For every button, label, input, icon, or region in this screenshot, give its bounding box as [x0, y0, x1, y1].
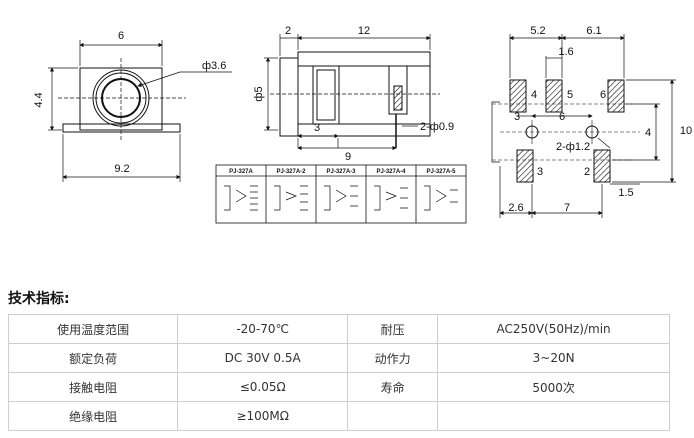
pad-6 — [607, 79, 625, 113]
pad-label-2: 2 — [584, 166, 590, 178]
pad-3 — [516, 149, 534, 183]
spec-value: 3~20N — [437, 343, 670, 373]
variant-label-3: PJ-327A-3 — [326, 169, 356, 175]
pcb-top-a-label: 5.2 — [530, 25, 545, 37]
spec-value: ≥100MΩ — [177, 401, 349, 431]
pcb-right-label: 10 — [680, 125, 692, 137]
spec-table: 使用温度范围 -20-70℃ 耐压 AC250V(50Hz)/min 额定负荷 … — [7, 314, 670, 431]
side-left-label: 2 — [285, 25, 291, 37]
side-view — [264, 34, 440, 151]
variant-diagrams — [215, 164, 467, 224]
pcb-edge-label: 1.5 — [618, 187, 633, 199]
spec-label: 耐压 — [347, 314, 439, 344]
pcb-footprint — [491, 34, 676, 218]
spec-label: 绝缘电阻 — [7, 401, 179, 431]
variant-label-5: PJ-327A-5 — [426, 169, 456, 175]
side-height-label: ф5 — [253, 86, 265, 101]
table-row: 绝缘电阻 ≥100MΩ — [7, 401, 670, 431]
spec-label: 寿命 — [347, 372, 439, 402]
side-slot — [312, 65, 340, 125]
spec-label: 动作力 — [347, 343, 439, 373]
table-row: 使用温度范围 -20-70℃ 耐压 AC250V(50Hz)/min — [7, 314, 670, 344]
spec-label — [347, 401, 439, 431]
technical-drawing: 6 4.4 9.2 ф3.6 2 12 ф5 3 9 2-ф0.9 — [33, 25, 692, 224]
variant-label-1: PJ-327A — [229, 169, 253, 175]
spec-value — [437, 401, 670, 431]
pad-5 — [545, 79, 563, 113]
table-row: 接触电阻 ≤0.05Ω 寿命 5000次 — [7, 372, 670, 402]
variant-label-2: PJ-327A-2 — [276, 169, 306, 175]
variant-label-4: PJ-327A-4 — [376, 169, 406, 175]
spec-label: 额定负荷 — [7, 343, 179, 373]
front-width-label: 6 — [118, 30, 124, 42]
spec-title: 技术指标: — [8, 291, 70, 307]
side-contact — [388, 65, 408, 115]
pcb-bottom-a-label: 2.6 — [508, 202, 523, 214]
pad-label-6: 6 — [600, 89, 606, 101]
spec-value: -20-70℃ — [177, 314, 349, 344]
pcb-mid-b-label: 6 — [559, 111, 565, 123]
side-pin-label: 2-ф0.9 — [420, 121, 454, 133]
spec-value: 5000次 — [437, 372, 670, 402]
side-flange — [279, 57, 299, 137]
front-view — [48, 40, 232, 182]
spec-label: 使用温度范围 — [7, 314, 179, 344]
pad-label-5: 5 — [567, 89, 573, 101]
pad-2 — [593, 149, 611, 183]
front-base-label: 9.2 — [114, 163, 129, 175]
side-length-label: 9 — [345, 151, 351, 163]
side-top-label: 12 — [358, 25, 370, 37]
pcb-mid-a-label: 3 — [514, 111, 520, 123]
pcb-top-b-label: 6.1 — [586, 25, 601, 37]
spec-value: DC 30V 0.5A — [177, 343, 349, 373]
side-inner-label: 3 — [314, 122, 320, 134]
table-row: 额定负荷 DC 30V 0.5A 动作力 3~20N — [7, 343, 670, 373]
pcb-right-inner-label: 4 — [645, 127, 651, 139]
front-base — [62, 123, 181, 133]
front-height-label: 4.4 — [33, 92, 45, 107]
spec-value: ≤0.05Ω — [177, 372, 349, 402]
pad-label-4: 4 — [531, 89, 537, 101]
spec-value: AC250V(50Hz)/min — [437, 314, 670, 344]
pcb-bottom-b-label: 7 — [564, 202, 570, 214]
spec-label: 接触电阻 — [7, 372, 179, 402]
pcb-top-c-label: 1.6 — [558, 46, 573, 58]
front-diameter-label: ф3.6 — [202, 60, 226, 72]
pad-label-3: 3 — [537, 166, 543, 178]
pad-4 — [509, 79, 527, 113]
pcb-holes-label: 2-ф1.2 — [556, 141, 590, 153]
